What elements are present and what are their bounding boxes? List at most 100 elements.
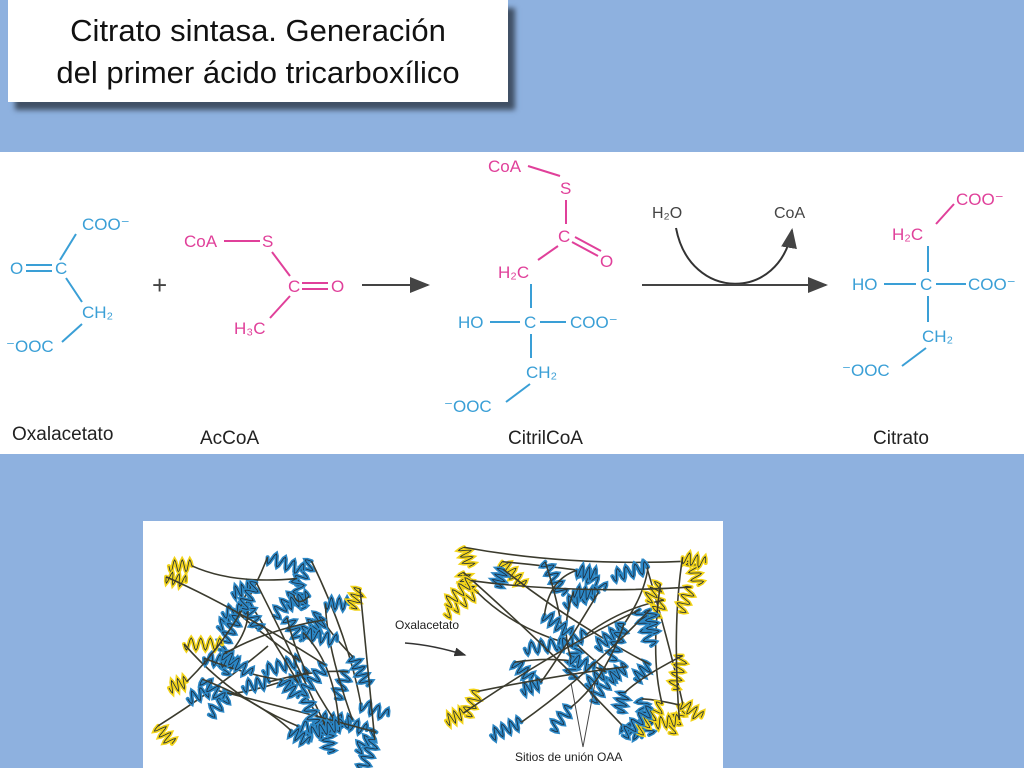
coil-segment — [292, 594, 310, 603]
citryl-coa-structure: CoA S C O H₂C HO C COO⁻ CH₂ — [444, 157, 618, 416]
citrate-structure: COO⁻ H₂C HO C COO⁻ CH₂ ⁻OOC — [842, 190, 1016, 380]
coil-segment — [255, 582, 329, 732]
coil-segment — [359, 588, 376, 740]
coil-segment — [462, 571, 623, 727]
title-line-1: Citrato sintasa. Generación — [70, 13, 446, 48]
atom-minus-ooc: ⁻OOC — [444, 397, 492, 416]
helix-blue-outline — [242, 675, 270, 694]
reaction-diagram: COO⁻ O C CH₂ ⁻OOC + CoA S C O H₃C — [6, 157, 1016, 449]
helix-yellow-outline — [655, 713, 680, 730]
hydrolysis-step: H₂O CoA — [642, 205, 828, 293]
helix-yellow-outline — [153, 725, 177, 745]
helix-yellow-outline — [445, 707, 464, 727]
helix-blue-outline — [294, 559, 314, 587]
atom-h3c: H₃C — [234, 319, 265, 338]
binding-site-pointers — [570, 682, 596, 748]
helix-yellow-outline — [644, 581, 663, 604]
protein-structure-panel: Oxalacetato Sitios de unión OAA — [143, 521, 723, 768]
helix-blue-outline — [573, 585, 593, 601]
curved-arrow — [675, 227, 797, 285]
helix-blue-outline — [239, 581, 259, 610]
atom-c: C — [55, 259, 67, 278]
helix-blue-outline — [300, 662, 327, 697]
helix-blue-outline — [542, 612, 573, 636]
acetyl-coa-structure: CoA S C O H₃C — [184, 232, 344, 338]
helix-blue-outline — [360, 700, 389, 719]
helix-yellow-outline — [676, 585, 695, 614]
helix-blue-outline — [633, 660, 651, 683]
helix-yellow-outline — [682, 552, 707, 569]
title-line-2: del primer ácido tricarboxílico — [56, 55, 460, 90]
label-citrilcoa: CitrilCoA — [508, 428, 583, 449]
atom-o: O — [10, 259, 23, 278]
coil-segment — [324, 603, 354, 721]
coil-segment — [477, 665, 627, 693]
protein-closed-conformation — [442, 545, 708, 744]
label-citrato: Citrato — [873, 428, 929, 449]
protein-ribbon-figure: Oxalacetato Sitios de unión OAA — [151, 545, 708, 768]
protein-open-conformation — [151, 550, 391, 768]
coil-segment — [462, 608, 641, 714]
helix-blue-outline — [221, 652, 254, 676]
helix-blue-outline — [521, 676, 542, 697]
atom-ch2: CH₂ — [526, 363, 557, 382]
atom-ho: HO — [852, 275, 878, 294]
helix-yellow-outline — [680, 701, 704, 720]
coil-segment — [202, 678, 292, 732]
helix-yellow-outline — [457, 546, 476, 567]
atom-coo-minus: COO⁻ — [968, 275, 1016, 294]
helix-blue-outline — [278, 679, 302, 698]
coil-segment — [470, 579, 692, 591]
helix-blue-outline — [613, 691, 630, 713]
atom-h2c: H₂C — [498, 263, 529, 282]
atom-c: C — [920, 275, 932, 294]
coil-segment — [675, 557, 684, 721]
helix-blue-outline — [288, 727, 311, 746]
atom-minus-ooc: ⁻OOC — [6, 337, 54, 356]
atom-coo-minus: COO⁻ — [956, 190, 1004, 209]
coil-segment — [191, 565, 298, 581]
helix-blue-outline — [347, 656, 373, 686]
atom-h2c: H₂C — [892, 225, 923, 244]
helix-blue-outline — [585, 667, 606, 690]
label-oxalacetato: Oxalacetato — [12, 424, 113, 445]
binding-sites-label: Sitios de unión OAA — [515, 750, 622, 764]
coil-segment — [212, 688, 377, 734]
helix-yellow-outline — [462, 690, 482, 718]
atom-coo-minus: COO⁻ — [570, 313, 618, 332]
atom-o: O — [331, 277, 344, 296]
coil-segment — [654, 583, 664, 705]
helix-blue-outline — [309, 615, 327, 637]
atom-ho: HO — [458, 313, 484, 332]
helix-blue-outline — [490, 716, 522, 741]
atom-c: C — [524, 313, 536, 332]
coil-segment — [520, 609, 651, 723]
coil-segment — [621, 566, 649, 628]
coil-segment — [543, 569, 577, 616]
helix-blue-outline — [300, 697, 321, 725]
helix-yellow-outline — [668, 655, 688, 690]
atom-minus-ooc: ⁻OOC — [842, 361, 890, 380]
atom-coa: CoA — [488, 157, 522, 176]
coil-segment — [624, 654, 684, 694]
reaction-panel: COO⁻ O C CH₂ ⁻OOC + CoA S C O H₃C — [0, 152, 1024, 454]
helix-blue-outline — [643, 609, 660, 635]
helix-blue-outline — [208, 690, 231, 718]
helix-blue-outline — [266, 553, 305, 575]
coil-segment — [302, 631, 340, 725]
coil-segment — [585, 599, 665, 636]
atom-ch2: CH₂ — [922, 327, 953, 346]
helix-blue-outline — [622, 705, 652, 739]
helix-blue-outline — [356, 728, 377, 755]
water-label: H₂O — [652, 205, 682, 222]
helix-blue-outline — [356, 738, 379, 768]
coil-segment — [165, 576, 327, 666]
helix-blue-outline — [282, 617, 306, 641]
helix-blue-outline — [540, 561, 568, 596]
helix-yellow-outline — [168, 558, 193, 573]
helix-blue-outline — [307, 718, 340, 741]
coil-segment — [183, 643, 299, 727]
atom-ch2: CH₂ — [82, 303, 113, 322]
coil-segment — [237, 587, 252, 617]
atom-s: S — [560, 179, 571, 198]
